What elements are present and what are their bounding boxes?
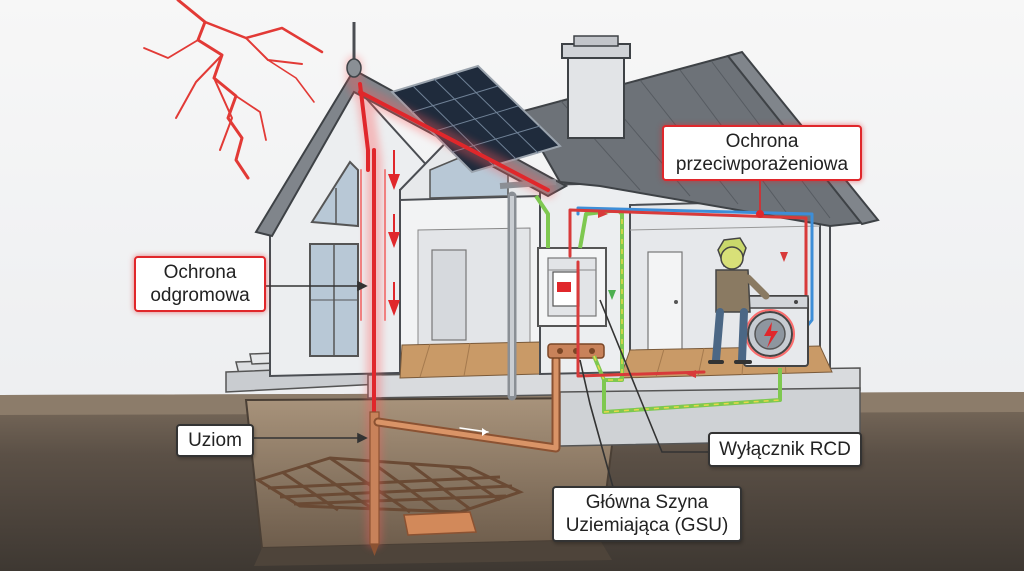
- gsu-busbar: [547, 343, 605, 359]
- label-shock-line1: Ochrona: [725, 131, 799, 152]
- power-wires: [568, 206, 814, 378]
- label-rcd: Wyłącznik RCD: [708, 432, 862, 467]
- label-gsu-line2: Uziemiająca (GSU): [565, 515, 729, 536]
- person-icon: [708, 237, 770, 364]
- label-earth-electrode: Uziom: [176, 424, 254, 457]
- gable-window: [310, 160, 359, 228]
- earth-conductor: [373, 355, 561, 453]
- label-lightning-protection: Ochrona odgromowa: [134, 256, 266, 312]
- label-shock-protection: Ochrona przeciwporażeniowa: [662, 125, 862, 181]
- callout-leaders: [250, 178, 761, 499]
- label-gsu: Główna Szyna Uziemiająca (GSU): [552, 486, 742, 542]
- protective-earth-wires: [534, 194, 782, 414]
- fault-point: [756, 210, 764, 218]
- label-earth-electrode-text: Uziom: [188, 430, 242, 451]
- earth-flow-arrow: [608, 290, 616, 300]
- earth-electrode-rod: [369, 411, 380, 556]
- label-gsu-line1: Główna Szyna: [585, 492, 709, 513]
- chimney: [561, 35, 631, 139]
- pit-floor: [254, 540, 612, 566]
- lightning-bolt-icon: [143, 0, 324, 180]
- patio-door: [309, 243, 359, 357]
- washing-machine-icon: [743, 295, 809, 367]
- label-rcd-text: Wyłącznik RCD: [719, 439, 851, 460]
- electrical-panel: [537, 247, 607, 327]
- lightning-rod-icon: [346, 22, 362, 78]
- earth-plate: [403, 511, 477, 536]
- interior-door-left: [431, 249, 467, 341]
- label-shock-line2: przeciwporażeniowa: [675, 154, 849, 175]
- label-lightning-line2: odgromowa: [150, 285, 250, 306]
- current-flow-arrows: [388, 150, 400, 316]
- label-lightning-line1: Ochrona: [163, 262, 237, 283]
